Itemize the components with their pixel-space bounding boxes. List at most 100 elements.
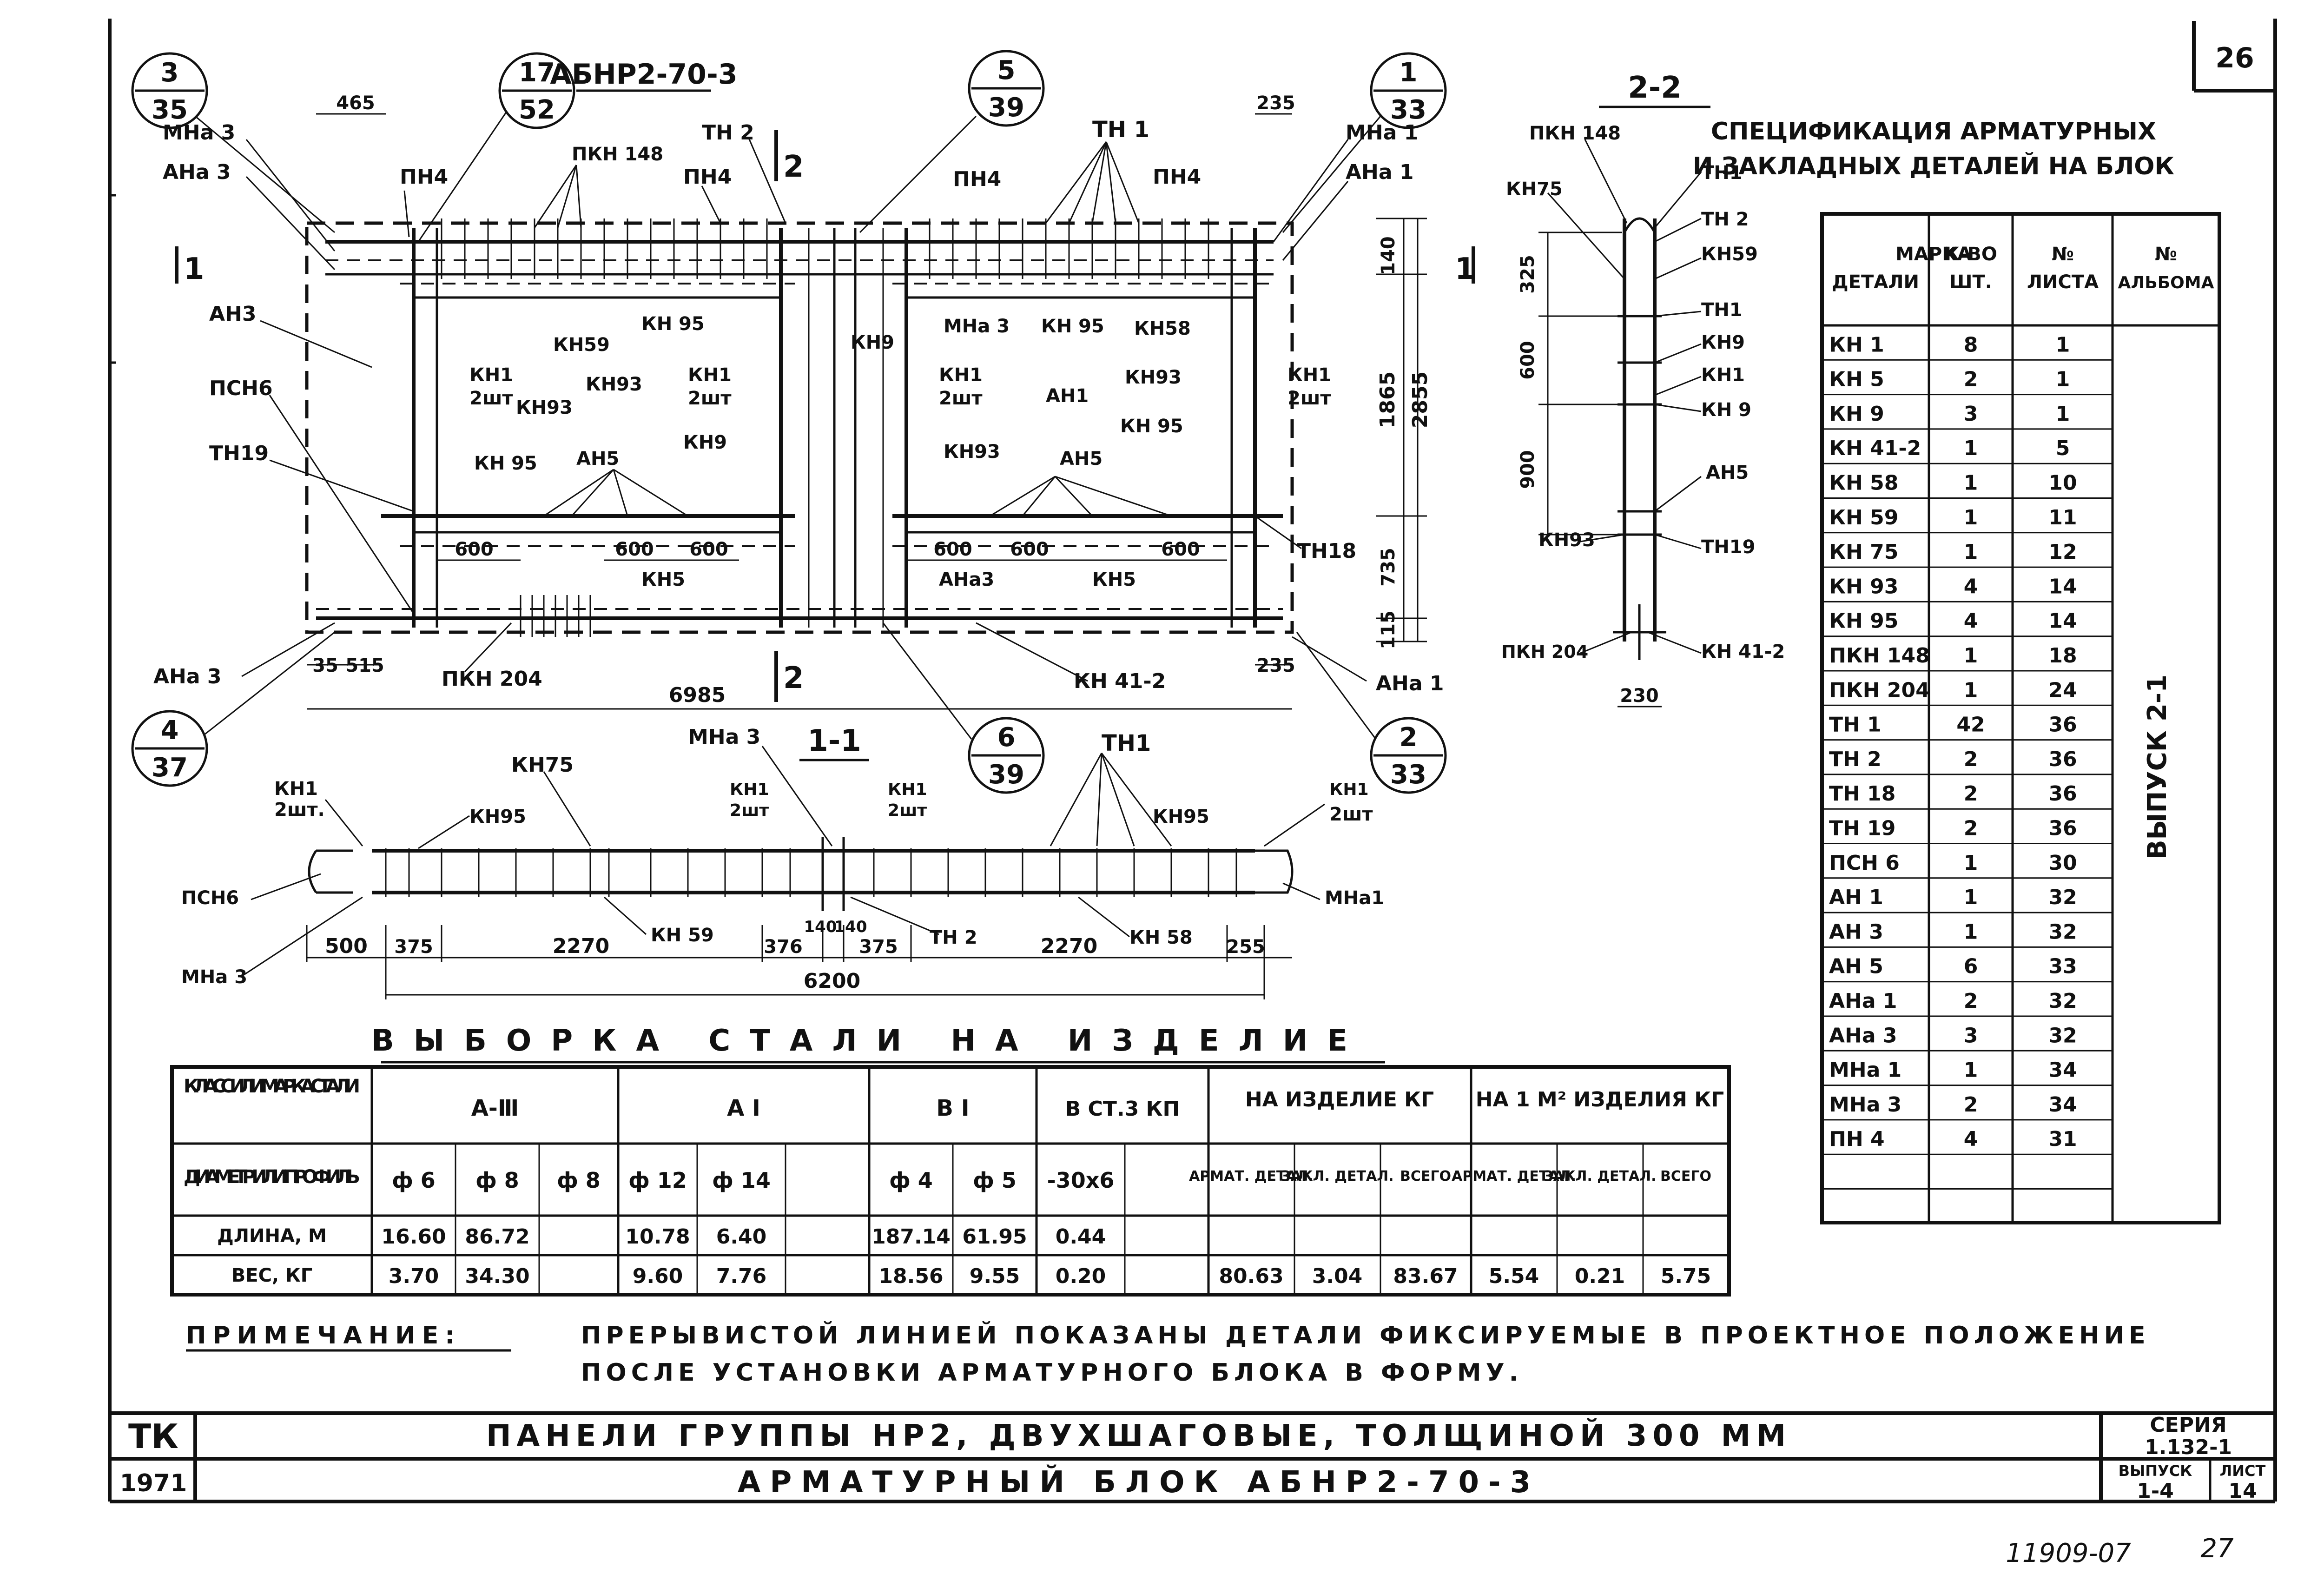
s11-label-kn1-m1: КН1: [730, 780, 769, 799]
spec-cell: 2: [1964, 817, 1978, 840]
spec-cell: 1: [1964, 506, 1978, 529]
dim-325: 325: [1517, 255, 1538, 294]
spec-cell: 1: [1964, 644, 1978, 668]
steel-h-weight: ВЕС, КГ: [231, 1265, 312, 1286]
spec-cell: 1: [1964, 471, 1978, 495]
spec-cell: 1: [1964, 886, 1978, 909]
dim-6985: 6985: [669, 683, 726, 707]
label-kn95-3: КН 95: [1041, 316, 1104, 337]
svg-text:35: 35: [152, 95, 188, 125]
spec-cell: 2: [1964, 1093, 1978, 1117]
dim-115: 115: [1378, 610, 1399, 649]
spec-cell: 1: [1964, 540, 1978, 564]
spec-cell: 33: [2048, 955, 2077, 979]
label-mna3b: АНа3: [939, 569, 994, 590]
s22-label-tn1b: ТН1: [1701, 299, 1743, 321]
label-pn4-1: ПН4: [400, 165, 448, 189]
dim-600-e: 600: [1010, 539, 1049, 560]
dim-2855: 2855: [1408, 371, 1432, 428]
spec-cell: 36: [2048, 782, 2077, 806]
dim-140-a: 140: [804, 918, 837, 936]
spec-cell: АН 3: [1829, 920, 1883, 944]
label-kn58: КН58: [1134, 318, 1191, 339]
spec-header-mark-2: ДЕТАЛИ: [1832, 271, 1919, 293]
spec-cell: АНа 1: [1829, 989, 1897, 1013]
bottom-hooks: [520, 595, 591, 637]
spec-cell: 1: [1964, 851, 1978, 875]
s11-label-kn59: КН 59: [651, 925, 714, 946]
spec-cell: КН 93: [1829, 575, 1898, 598]
steel-weight-cell: 0.21: [1575, 1264, 1625, 1288]
svg-text:6: 6: [997, 722, 1016, 753]
dim-600-s22: 600: [1517, 341, 1538, 380]
s11-label-kn75: КН75: [511, 753, 574, 777]
label-an5-2: АН5: [1060, 448, 1103, 470]
steel-sub-item: ВСЕГО: [1400, 1168, 1451, 1184]
title-issue-label: ВЫПУСК: [2119, 1462, 2192, 1480]
top-stirrups: [441, 218, 1209, 279]
spec-cell: 36: [2048, 817, 2077, 840]
spec-cell: ТН 1: [1829, 713, 1882, 737]
title-series-label: СЕРИЯ: [2150, 1413, 2226, 1437]
s22-label-tn2: ТН 2: [1701, 209, 1749, 230]
label-pkn148: ПКН 148: [572, 144, 663, 165]
label-ana1: АНа 1: [1346, 160, 1414, 184]
spec-table-grid: [1820, 212, 2221, 1224]
svg-text:52: 52: [519, 95, 555, 125]
dim-600-c: 600: [689, 539, 728, 560]
spec-cell: 14: [2048, 609, 2077, 633]
steel-length-cell: 61.95: [962, 1225, 1027, 1249]
main-dimension-lines: [307, 113, 1427, 710]
steel-length-cell: 16.60: [381, 1225, 446, 1249]
spec-cell: 1: [2056, 402, 2070, 426]
title-series: 1.132-1: [2145, 1435, 2232, 1459]
steel-diam-cell: ф 12: [628, 1168, 687, 1193]
title-line1: ПАНЕЛИ ГРУППЫ НР2, ДВУХШАГОВЫЕ, ТОЛЩИНОЙ…: [486, 1418, 1791, 1453]
steel-sub-m2: ЗАКЛ. ДЕТАЛ.: [1543, 1168, 1656, 1184]
steel-sub-item: АРМАТ. ДЕТАЛ.: [1189, 1168, 1314, 1184]
label-2sht-4: 2шт: [1287, 388, 1331, 409]
s11-label-psn6: ПСН6: [181, 887, 239, 909]
steel-weight-cell: 0.20: [1056, 1264, 1106, 1288]
steel-length-cell: 6.40: [716, 1225, 767, 1249]
label-kn93-2: КН93: [516, 397, 573, 418]
steel-h-vst: В СТ.3 КП: [1065, 1097, 1180, 1121]
steel-weight-cell: 5.54: [1489, 1264, 1539, 1288]
spec-cell: КН 41-2: [1829, 437, 1921, 460]
spec-cell: 31: [2048, 1127, 2077, 1151]
spec-cell: АН 1: [1829, 886, 1883, 909]
dim-375-b: 375: [859, 936, 898, 958]
steel-sub-m2: ВСЕГО: [1660, 1168, 1711, 1184]
dim-2270-a: 2270: [553, 934, 609, 958]
label-kn95-4: КН 95: [1120, 416, 1183, 437]
callout-17-52: 17 52: [498, 52, 575, 129]
spec-album-note: ВЫПУСК 2-1: [2142, 675, 2172, 860]
handwritten-inventory: 11909-07: [2006, 1538, 2131, 1568]
note-line2: ПОСЛЕ УСТАНОВКИ АРМАТУРНОГО БЛОКА В ФОРМ…: [581, 1359, 1523, 1387]
label-kn9-2: КН9: [851, 332, 894, 353]
spec-cell: КН 1: [1829, 333, 1884, 357]
s11-label-2sht-m1: 2шт: [730, 801, 769, 820]
spec-cell: 6: [1964, 955, 1978, 979]
dim-255: 255: [1226, 936, 1265, 958]
spec-cell: ПН 4: [1829, 1127, 1885, 1151]
steel-h-class: КЛАСС ИЛИ МАРКА СТАЛИ: [184, 1076, 360, 1097]
label-kn93-3: КН93: [1125, 367, 1182, 388]
spec-title-line1: СПЕЦИФИКАЦИЯ АРМАТУРНЫХ: [1711, 118, 2156, 146]
dim-235-bottom: 235: [1256, 655, 1295, 676]
steel-weight-cell: 18.56: [878, 1264, 943, 1288]
spec-cell: МНа 3: [1829, 1093, 1901, 1117]
svg-text:17: 17: [519, 58, 555, 88]
steel-weight-cell: 83.67: [1393, 1264, 1458, 1288]
spec-cell: 34: [2048, 1093, 2077, 1117]
s22-label-kn9b: КН 9: [1701, 399, 1751, 421]
section-1-1-title: 1-1: [807, 724, 861, 758]
label-mna3-2: МНа 3: [944, 316, 1010, 337]
spec-cell: 18: [2048, 644, 2077, 668]
spec-title-line2: И ЗАКЛАДНЫХ ДЕТАЛЕЙ НА БЛОК: [1693, 152, 2174, 180]
steel-h-a3: А-Ⅲ: [471, 1095, 519, 1121]
spec-cell: КН 95: [1829, 609, 1898, 633]
spec-cell: МНа 1: [1829, 1058, 1901, 1082]
